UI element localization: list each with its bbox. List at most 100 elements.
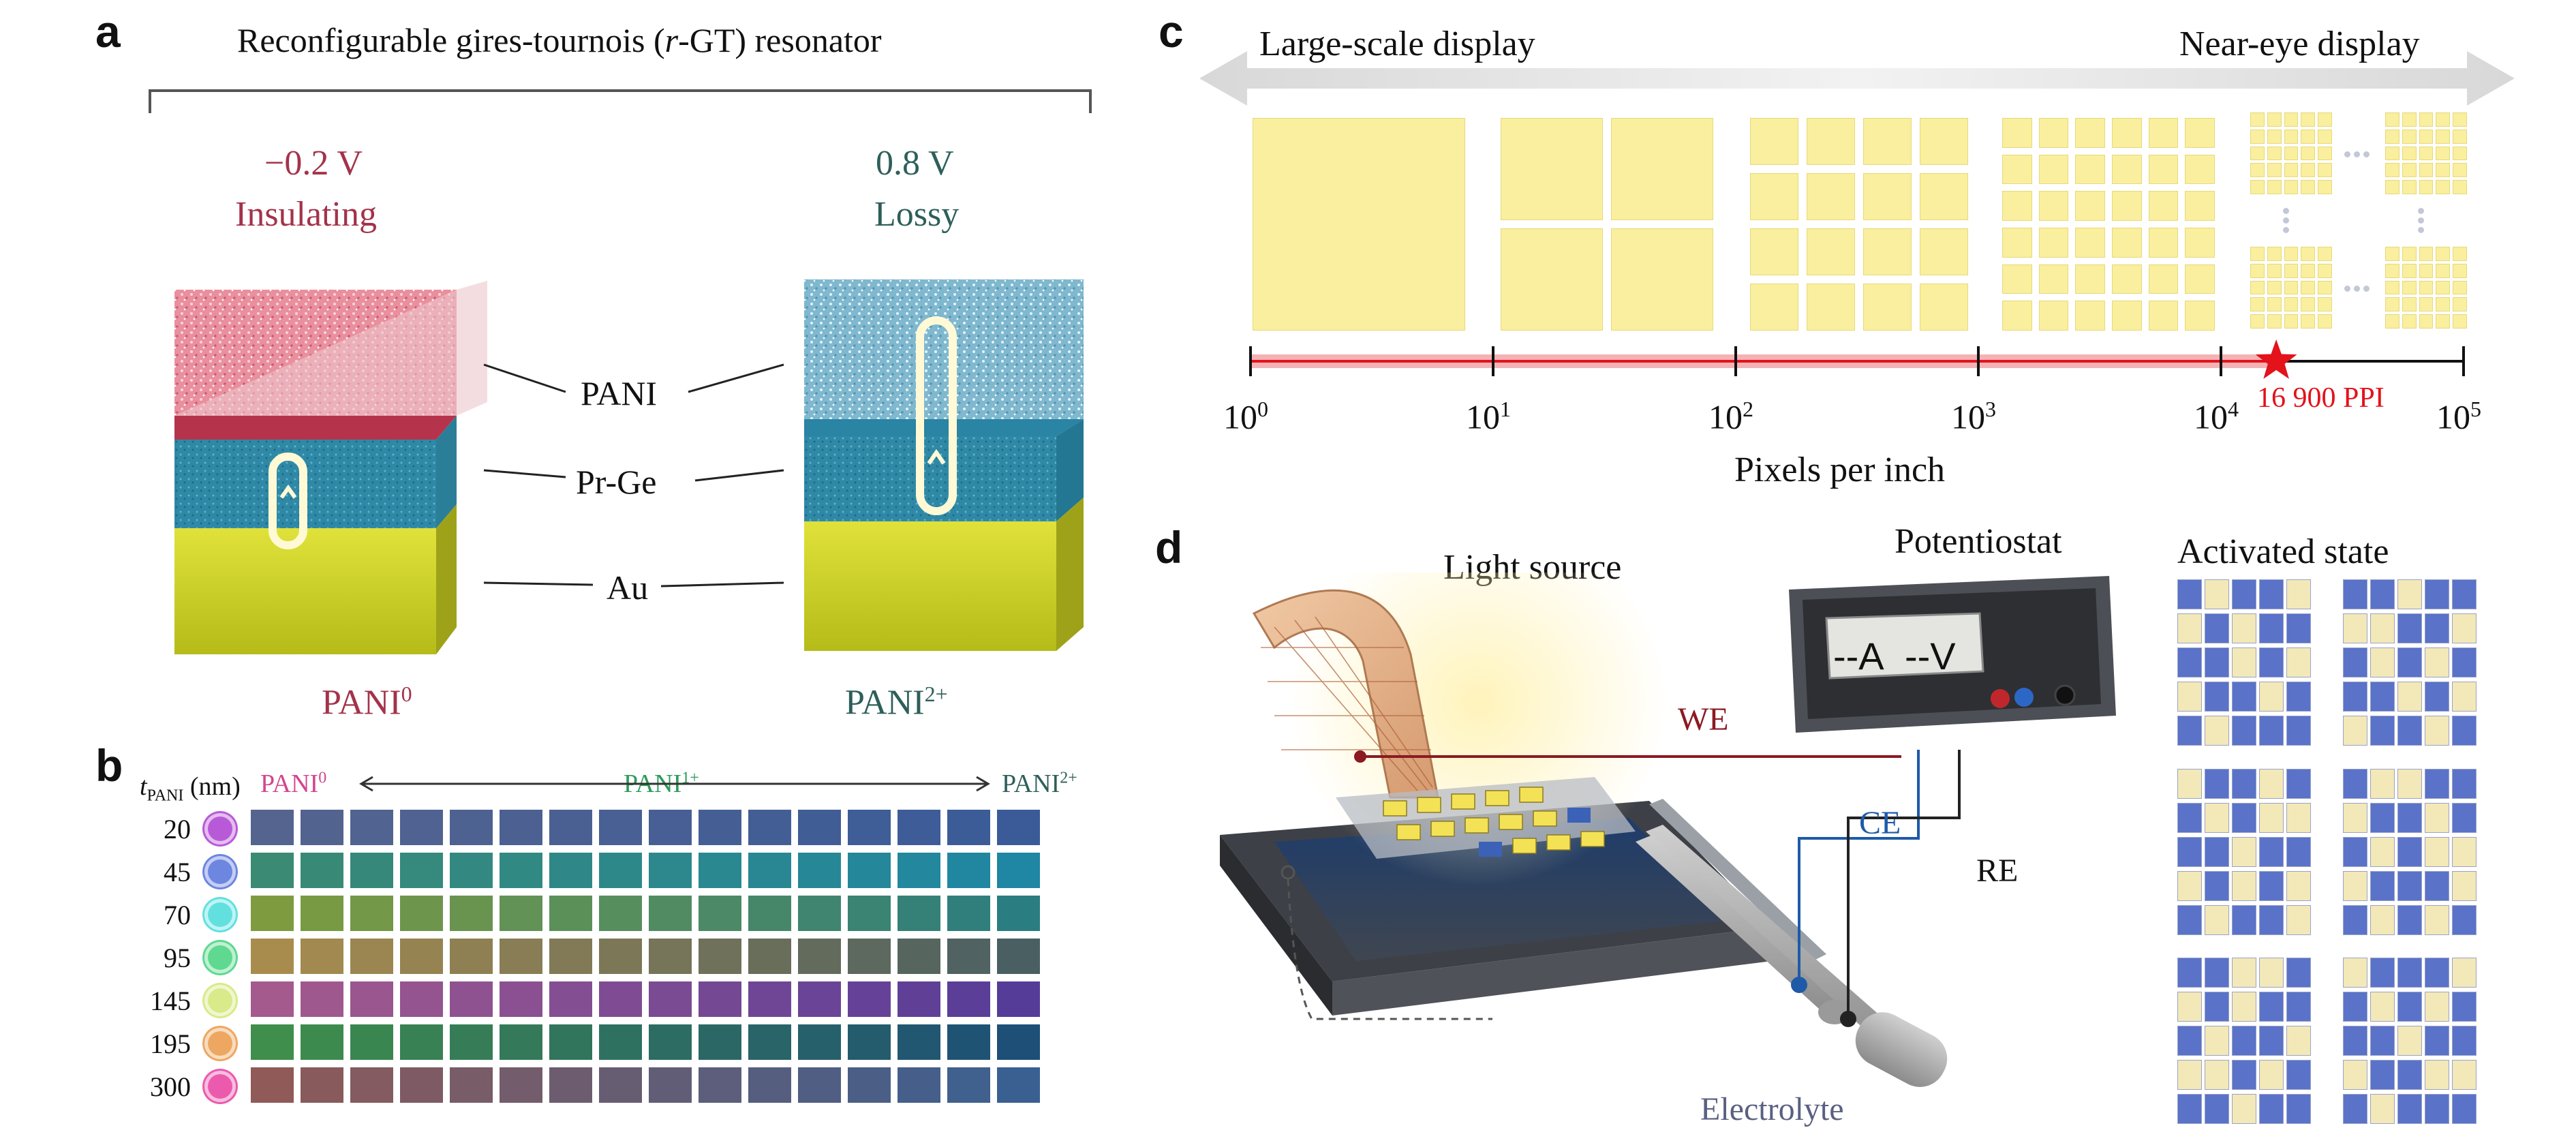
activated-pixel [2397, 579, 2422, 609]
color-swatch [450, 981, 493, 1017]
pixel-nano [2250, 180, 2265, 194]
pixel-2x2 [1501, 228, 1603, 331]
pixel-6x6 [2002, 191, 2032, 221]
layer-label-pani: PANI [581, 374, 658, 412]
ellipsis-dot [2418, 227, 2424, 233]
activated-pixel [2343, 613, 2367, 643]
activated-pixel [2452, 769, 2477, 799]
thickness-label-95: 95 [164, 943, 191, 973]
pixel-nano [2267, 314, 2282, 329]
pixel-nano [2267, 280, 2282, 295]
ellipsis-dot [2418, 217, 2424, 224]
pixel-nano [2436, 163, 2451, 178]
state-arrow [359, 776, 990, 792]
pixel-nano [2267, 297, 2282, 312]
color-swatch [898, 853, 940, 888]
activated-pixel [2286, 716, 2311, 746]
color-swatch [251, 1067, 294, 1103]
pixel-nano [2402, 263, 2417, 278]
color-swatch [549, 1067, 592, 1103]
ppi-highlight-star [2255, 339, 2297, 379]
activated-pixel [2177, 803, 2202, 833]
pixel-nano [2453, 263, 2467, 278]
activated-pixel [2452, 958, 2477, 988]
pixel-6x6 [2148, 301, 2179, 331]
pixel-nano [2301, 180, 2316, 194]
activated-pixel [2259, 905, 2284, 935]
large-scale-display-label: Large-scale display [1259, 25, 1535, 63]
activated-pixel [2259, 871, 2284, 901]
activated-state-label: Activated state [2177, 532, 2389, 571]
right-resonator-block [804, 279, 1084, 651]
color-swatch [798, 981, 841, 1017]
color-swatch [798, 896, 841, 931]
pixel-nano [2402, 129, 2417, 144]
color-swatch [251, 896, 294, 931]
activated-pixel [2452, 905, 2477, 935]
pixel-nano [2250, 163, 2265, 178]
activated-pixels [1479, 808, 1591, 857]
panel-a-bracket [149, 89, 1092, 113]
pixel-6x6 [2075, 301, 2105, 331]
color-swatch [599, 939, 642, 974]
activated-pixel [2425, 871, 2449, 901]
color-swatch [947, 853, 990, 888]
pixel-6x6 [2075, 118, 2105, 148]
activated-pixel [2232, 647, 2256, 677]
color-swatch [400, 1067, 443, 1103]
activated-pixel [2177, 905, 2202, 935]
color-swatch [848, 853, 891, 888]
ellipsis-dot [2344, 151, 2350, 157]
pixel-nano [2284, 263, 2299, 278]
thickness-label-300: 300 [150, 1071, 191, 1102]
color-swatch [649, 939, 692, 974]
flexible-film [1252, 589, 1439, 799]
pixel-nano [2402, 180, 2417, 194]
color-swatch [748, 981, 791, 1017]
pixel-4x4 [1863, 284, 1912, 331]
thickness-color-dot [204, 1028, 236, 1059]
activated-pixel [2370, 992, 2395, 1022]
pixel-nano [2385, 129, 2399, 144]
pixel-6x6 [2148, 264, 2179, 294]
voltage-readout: --V [1905, 635, 1956, 677]
pixel-4x4 [1863, 228, 1912, 275]
color-swatch [947, 939, 990, 974]
pixel-nano [2436, 247, 2451, 261]
activated-pixel [2232, 905, 2256, 935]
pixel-nano [2267, 247, 2282, 261]
activated-pixel [2177, 1060, 2202, 1090]
electrochemical-setup [1220, 573, 1961, 1087]
activated-pixel [2259, 716, 2284, 746]
activated-pixel [2259, 837, 2284, 867]
color-swatch [898, 939, 940, 974]
activated-pixel [2397, 905, 2422, 935]
activated-pixel [2232, 1060, 2256, 1090]
pixel-nano [2301, 163, 2316, 178]
pixel-4x4 [1807, 173, 1855, 220]
activated-pixel [2232, 992, 2256, 1022]
pixel-nano [2318, 146, 2332, 161]
color-swatch [798, 810, 841, 845]
color-swatch [500, 1024, 542, 1060]
color-swatch [400, 853, 443, 888]
color-swatch [400, 981, 443, 1017]
color-swatch [400, 1024, 443, 1060]
pixel-nano [2301, 247, 2316, 261]
activated-pixel [2205, 871, 2229, 901]
color-swatch [301, 810, 343, 845]
activated-pixel [2370, 579, 2395, 609]
pixel-nano [2436, 112, 2451, 127]
thickness-color-dot [204, 856, 236, 887]
ppi-tick-label: 100 [1223, 397, 1268, 436]
activated-pixel [2259, 992, 2284, 1022]
color-swatch [500, 896, 542, 931]
activated-pixel [2286, 1060, 2311, 1090]
activated-pixel [2286, 958, 2311, 988]
panel-a-title: Reconfigurable gires-tournois (r-GT) res… [237, 21, 882, 59]
activated-pixel [2370, 1026, 2395, 1056]
pixel-nano [2267, 263, 2282, 278]
pixel-nano [2301, 314, 2316, 329]
activated-pixel [2259, 1060, 2284, 1090]
pixel-6x6 [2075, 264, 2105, 294]
